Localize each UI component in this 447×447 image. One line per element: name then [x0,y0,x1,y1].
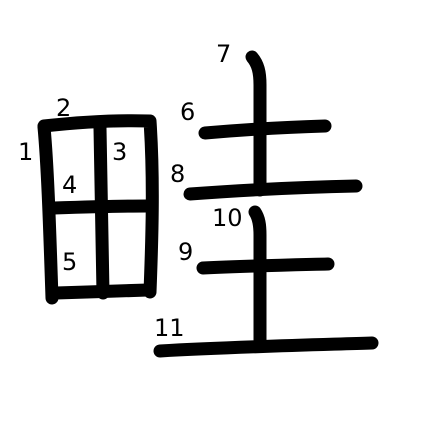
stroke-number-8: 8 [170,160,185,188]
stroke-9 [196,257,335,275]
stroke-10 [248,205,267,347]
stroke-number-6: 6 [180,98,195,126]
stroke-number-11: 11 [154,314,185,342]
stroke-2 [37,114,159,299]
stroke-number-2: 2 [56,94,71,122]
stroke-5 [49,283,155,300]
stroke-number-10: 10 [212,204,243,232]
stroke-number-3: 3 [112,138,127,166]
stroke-number-9: 9 [178,238,193,266]
stroke-8 [183,179,363,201]
stroke-number-5: 5 [62,248,77,276]
stroke-number-1: 1 [18,138,33,166]
stroke-7 [245,50,267,197]
stroke-number-4: 4 [62,171,77,199]
stroke-4 [47,199,155,215]
stroke-number-7: 7 [216,40,231,68]
stroke-11 [153,336,379,358]
